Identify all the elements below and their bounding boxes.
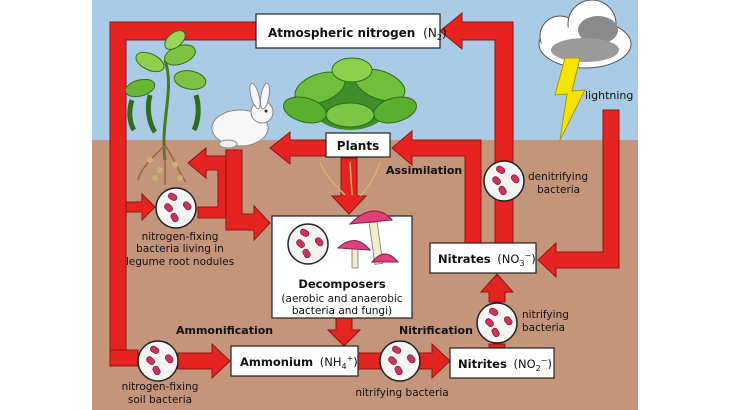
bacteria-icon-nitrifying-right [476, 302, 518, 344]
bacteria-icon [287, 223, 329, 265]
arrow-nitrites-up-stub [488, 343, 506, 349]
nitrates-sup: − [525, 251, 532, 260]
decomposers-line1: (aerobic and anaerobic [281, 293, 402, 305]
ammonium-name: Ammonium [240, 355, 313, 369]
mushroom-icon [336, 210, 400, 269]
flow-arrows [109, 11, 620, 380]
svg-text:Ammonium (NH4+): Ammonium (NH4+) [240, 354, 358, 371]
label-nitrifying-1: nitrifying [522, 309, 569, 321]
svg-text:Atmospheric nitrogen (N2: Atmospheric nitrogen (N2) [268, 26, 447, 42]
nitrates-formula: (NO [497, 252, 519, 266]
arrow-to-soil-bacteria [109, 349, 139, 367]
label-assimilation: Assimilation [386, 164, 462, 177]
arrow-lightning-to-nitrates [537, 109, 620, 279]
arrow-to-nitrates [479, 273, 515, 303]
box-atmospheric-nitrogen: Atmospheric nitrogen (N2) [255, 13, 447, 49]
box-decomposers: Decomposers (aerobic and anaerobic bacte… [271, 210, 413, 319]
nitrites-name: Nitrites [458, 357, 507, 371]
box-nitrites: Nitrites (NO2−) [449, 347, 555, 379]
rabbit-icon [211, 82, 274, 149]
decomposers-line2: bacteria and fungi) [292, 305, 392, 317]
label-ammonification: Ammonification [176, 324, 273, 337]
decomposers-name: Decomposers [298, 277, 385, 291]
label-legume-1: nitrogen-fixing [142, 231, 219, 243]
label-legume-2: bacteria living in [136, 243, 224, 255]
label-nitrifying-bottom: nitrifying bacteria [355, 387, 448, 399]
label-nitrifying-2: bacteria [522, 322, 565, 334]
svg-text:Nitrites (NO2−): Nitrites (NO2−) [458, 356, 552, 373]
nitrates-name: Nitrates [438, 252, 491, 266]
plants-name: Plants [337, 139, 379, 153]
arrow-to-nitrites [417, 342, 451, 380]
ammonium-close: ) [353, 355, 358, 369]
atmospheric-nitrogen-close: ) [442, 26, 447, 40]
ammonium-sub: 4 [341, 362, 346, 371]
nitrates-close: ) [531, 252, 536, 266]
label-nitrification: Nitrification [399, 324, 473, 337]
ammonium-formula: (NH [320, 355, 342, 369]
label-soil-2: soil bacteria [128, 394, 192, 406]
svg-text:Nitrates (NO3−): Nitrates (NO3−) [438, 251, 536, 268]
atmospheric-nitrogen-formula: (N [423, 26, 437, 40]
ammonium-sup: + [347, 354, 354, 363]
leafy-plant-icon [283, 57, 417, 197]
bacteria-icon-soil [137, 340, 179, 382]
label-denitrifying-2: bacteria [537, 184, 580, 196]
arrow-rabbit-to-decomposers [225, 149, 271, 242]
arrow-ammonium-out [357, 352, 383, 370]
arrow-to-ammonium [177, 342, 231, 380]
arrow-plants-to-decomposers [330, 157, 368, 215]
arrow-to-legume [125, 192, 156, 222]
box-plants: Plants [325, 132, 391, 158]
nitrates-sub: 3 [519, 259, 524, 268]
bacteria-icon-denitrifying [483, 160, 525, 202]
nitrites-sub: 2 [536, 364, 541, 373]
box-nitrates: Nitrates (NO3−) [429, 242, 537, 274]
label-lightning: lightning [585, 89, 633, 102]
arrow-plants-to-rabbit [269, 130, 327, 166]
nitrites-close: ) [547, 357, 552, 371]
bacteria-icon-legume [155, 187, 197, 229]
box-ammonium: Ammonium (NH4+) [230, 345, 359, 377]
bean-plant-icon [124, 30, 207, 185]
nitrites-sup: − [541, 356, 548, 365]
label-legume-3: legume root nodules [126, 256, 234, 268]
cloud-icon [538, 0, 632, 69]
label-denitrifying-1: denitrifying [528, 171, 588, 183]
nitrites-formula: (NO [513, 357, 535, 371]
arrow-decomposers-to-ammonium [326, 317, 362, 347]
label-soil-1: nitrogen-fixing [122, 381, 199, 393]
bacteria-icon-nitrifying-bottom [379, 340, 421, 382]
atmospheric-nitrogen-sub: 2 [437, 33, 442, 42]
lightning-icon [554, 57, 586, 141]
arrow-assimilation [391, 129, 482, 245]
arrow-denitrification [439, 11, 514, 245]
atmospheric-nitrogen-name: Atmospheric nitrogen [268, 26, 415, 40]
